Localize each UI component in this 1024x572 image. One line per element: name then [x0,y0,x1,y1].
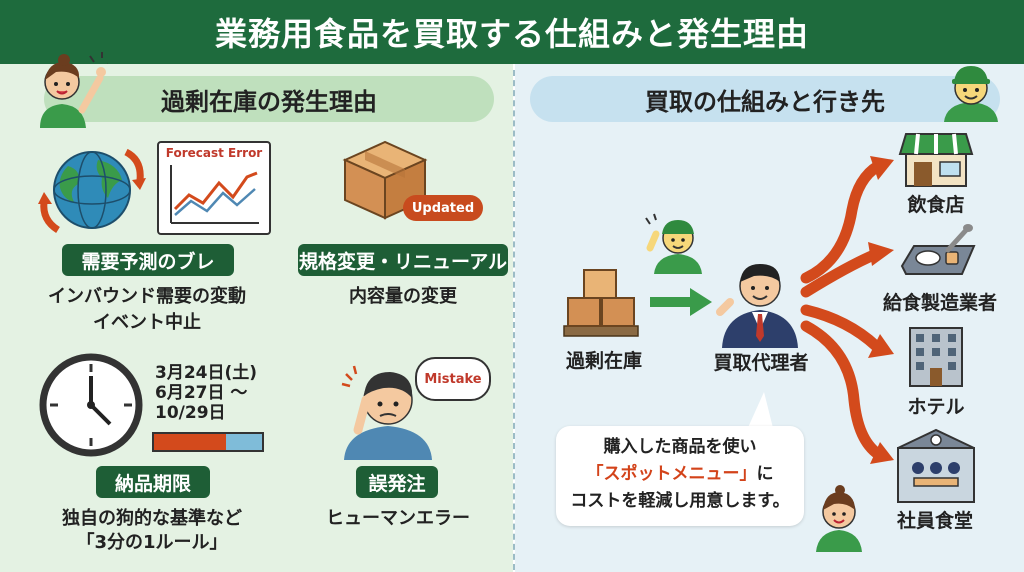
left-section-heading: 過剰在庫の発生理由 [44,76,494,122]
hotel-building-icon [909,327,963,387]
purchase-agent-icon [716,264,798,348]
speech-tail [746,392,774,432]
confused-person-icon [341,365,432,460]
stacked-boxes-icon [563,269,639,337]
deadline-bar [152,432,264,452]
explanation-line-2: 「スポットメニュー」に [556,461,804,487]
deadline-date-1: 3月24日(土) [155,363,258,383]
source-label: 過剰在庫 [565,350,642,372]
reason-text-demand-2: イベント中止 [93,312,201,333]
smiling-woman-icon [816,485,862,552]
reason-text-misorder-1: ヒューマンエラー [326,508,470,529]
explanation-line-1: 購入した商品を使い [603,437,757,457]
reason-label-misorder: 誤発注 [356,466,438,498]
deadline-date-2: 6月27日 〜 [155,383,248,403]
flow-arrow-icon [650,288,712,316]
reason-text-demand-1: インバウンド需要の変動 [48,286,246,307]
right-section-heading: 買取の仕組みと行き先 [530,76,1000,122]
reason-text-deadline-1: 独自の狗的な基準など [62,508,242,529]
mistake-speech-bubble: Mistake [415,357,491,401]
meal-tray-icon [900,224,976,275]
worker-icon [645,213,702,274]
explanation-suffix: に [756,464,774,484]
agent-label: 買取代理者 [713,352,809,374]
globe-icon [38,148,146,233]
destination-restaurant: 飲食店 [907,194,965,216]
deadline-bar-fill [154,434,227,450]
spot-menu-highlight: 「スポットメニュー」 [586,464,757,484]
clock-icon [39,353,143,457]
staff-man-icon [944,66,998,122]
pointing-woman-icon [40,52,108,128]
destination-arrows [800,156,894,464]
explanation-line-3: コストを軽減し用意します。 [570,491,790,511]
destination-cafeteria: 社員食堂 [896,510,973,532]
forecast-error-chart-card: Forecast Error [157,141,271,235]
deadline-dates: 3月24日(土) 6月27日 〜 10/29日 [155,363,257,423]
reason-text-renewal-1: 内容量の変更 [349,286,457,307]
destination-hotel: ホテル [907,396,965,418]
cafeteria-icon [897,428,975,503]
deadline-date-3: 10/29日 [155,403,226,423]
updated-badge: Updated [403,195,483,221]
reason-label-demand: 需要予測のブレ [62,244,234,276]
left-heading-text: 過剰在庫の発生理由 [161,87,377,116]
panel-divider [513,70,515,570]
destination-catering: 給食製造業者 [882,292,997,314]
right-heading-text: 買取の仕組みと行き先 [645,87,885,116]
restaurant-icon [898,133,974,187]
explanation-speech-box: 購入した商品を使い 「スポットメニュー」に コストを軽減し用意します。 [556,426,804,526]
line-chart-icon [170,165,259,224]
reason-label-deadline: 納品期限 [96,466,210,498]
page-title: 業務用食品を買取する仕組みと発生理由 [0,0,1024,64]
reason-text-deadline-2: 「3分の1ルール」 [76,532,228,553]
reason-label-renewal: 規格変更・リニューアル [298,244,508,276]
forecast-error-title: Forecast Error [165,146,263,160]
